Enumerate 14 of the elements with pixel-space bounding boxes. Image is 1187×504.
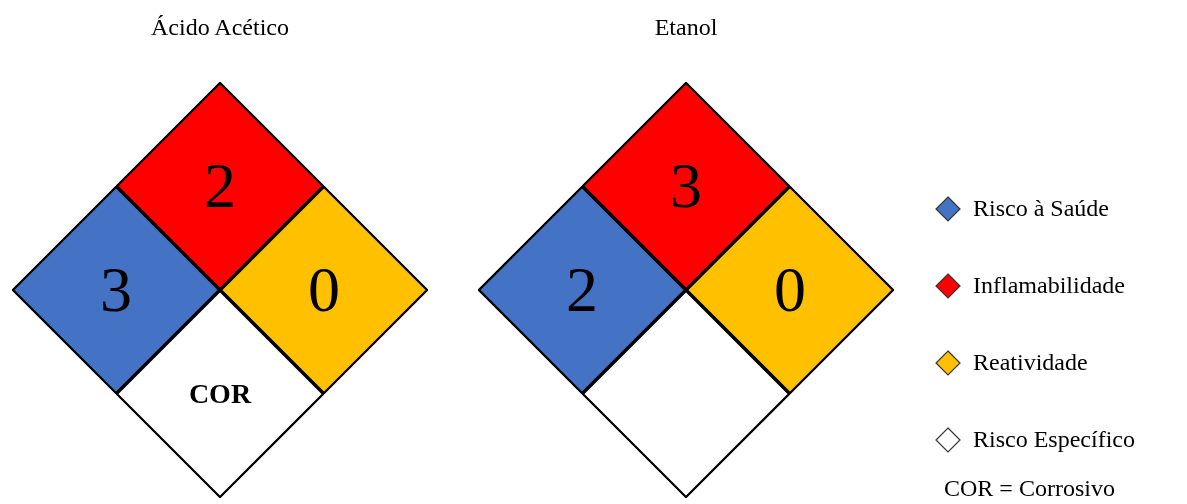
- legend-text: Risco Específico: [973, 426, 1135, 453]
- diamond-title: Etanol: [653, 14, 719, 41]
- hazard-rating: 3: [670, 154, 702, 218]
- hazard-rating: 2: [204, 154, 236, 218]
- hazard-rating: 0: [774, 258, 806, 322]
- hazard-rating: 3: [100, 258, 132, 322]
- special-hazard-code: COR: [188, 380, 252, 408]
- diamond-title: Ácido Acético: [150, 14, 290, 41]
- legend-text: Inflamabilidade: [973, 272, 1125, 299]
- legend-note: COR = Corrosivo: [944, 475, 1115, 502]
- legend-text: Reatividade: [973, 349, 1088, 376]
- hazard-rating: 0: [308, 258, 340, 322]
- legend-text: Risco à Saúde: [973, 195, 1109, 222]
- hazard-rating: 2: [566, 258, 598, 322]
